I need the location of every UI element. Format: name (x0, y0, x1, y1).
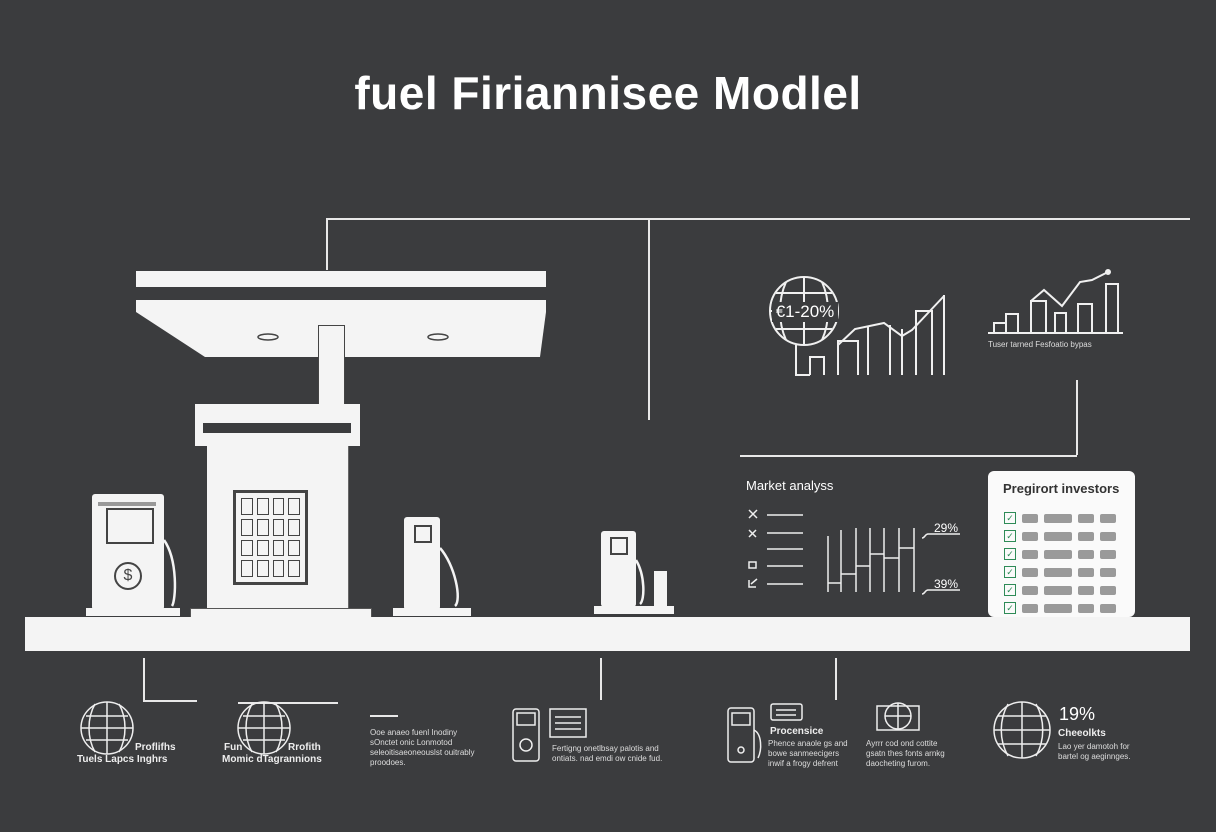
check-icon: ✓ (1004, 584, 1016, 596)
investor-row: ✓ (1004, 512, 1116, 524)
connector-line (370, 715, 398, 717)
investors-title: Pregirort investors (1003, 481, 1120, 496)
bottom-item-1-heading: Proflifhs (135, 742, 176, 753)
pump-island (594, 606, 674, 614)
connector-line (326, 218, 1190, 220)
fuel-pump-icon (512, 708, 587, 762)
bottom-item-7-heading: Cheeolkts (1058, 728, 1106, 739)
ground-platform (25, 617, 1190, 651)
connector-line (143, 700, 197, 702)
investor-row: ✓ (1004, 530, 1116, 542)
pump-island (393, 608, 471, 616)
bottom-item-5-text: Phence anaole gs and bowe sanmeecigers i… (768, 739, 848, 768)
fuel-pump-icon (727, 703, 803, 763)
market-analysis-title: Market analyss (746, 478, 834, 493)
investor-row: ✓ (1004, 548, 1116, 560)
trend-chart-caption: Tuser tarned Fesfoatio bypas (988, 340, 1092, 349)
bottom-item-7-text: Lao yer damotoh for bartel og aeginnges. (1058, 742, 1131, 761)
globe-device-icon (876, 702, 920, 731)
building (207, 446, 349, 610)
bottom-item-6-text: Ayrrr cod ond cottite gsatn thes fonts a… (866, 739, 945, 768)
building-sign (195, 404, 360, 446)
bottom-item-5-heading: Procensice (770, 726, 824, 737)
market-upper-value: 29% (934, 521, 959, 535)
bollard (654, 571, 667, 608)
connector-line (238, 702, 338, 704)
investor-row: ✓ (1004, 584, 1116, 596)
globe-icon (993, 701, 1051, 759)
bottom-item-4-text: Fertigng onetlbsay palotis and ontiats. … (552, 744, 663, 763)
connector-line (740, 455, 1077, 457)
growth-badge: €1-20% (772, 302, 838, 322)
canopy-column (318, 325, 345, 405)
check-icon: ✓ (1004, 566, 1016, 578)
connector-line (835, 658, 837, 700)
fuel-pump-small (404, 517, 440, 610)
connector-line (600, 658, 602, 700)
check-icon: ✓ (1004, 530, 1016, 542)
page-title: fuel Firiannisee Modlel (354, 67, 862, 119)
bottom-item-2-heading-left: Fun (224, 742, 243, 753)
bottom-item-1-text: Tuels Lapcs Inghrs (77, 754, 168, 765)
pump-island (86, 608, 180, 616)
investor-row: ✓ (1004, 566, 1116, 578)
canopy-top (136, 271, 546, 287)
connector-line (1076, 380, 1078, 455)
bottom-item-2-heading-right: Rrofith (288, 742, 321, 753)
globe-icon (80, 701, 134, 755)
bottom-item-2-text: Momic dTagrannions (222, 754, 322, 765)
bottom-item-7-value: 19% (1059, 704, 1096, 724)
bottom-item-3-text: Ooe anaeo fuenl Inodiny sOnctet onic Lon… (370, 728, 475, 767)
canopy-band (136, 300, 546, 312)
connector-line (648, 218, 650, 420)
check-icon: ✓ (1004, 602, 1016, 614)
fuel-pump-large: $ (92, 494, 164, 610)
connector-line (143, 658, 145, 700)
connector-line (326, 218, 328, 270)
check-icon: ✓ (1004, 512, 1016, 524)
globe-icon (237, 701, 291, 755)
check-icon: ✓ (1004, 548, 1016, 560)
investors-card: Pregirort investors ✓ ✓ ✓ ✓ ✓ ✓ (988, 471, 1135, 617)
investor-row: ✓ (1004, 602, 1116, 614)
fuel-pump-small (601, 531, 636, 607)
market-lower-value: 39% (934, 577, 959, 591)
